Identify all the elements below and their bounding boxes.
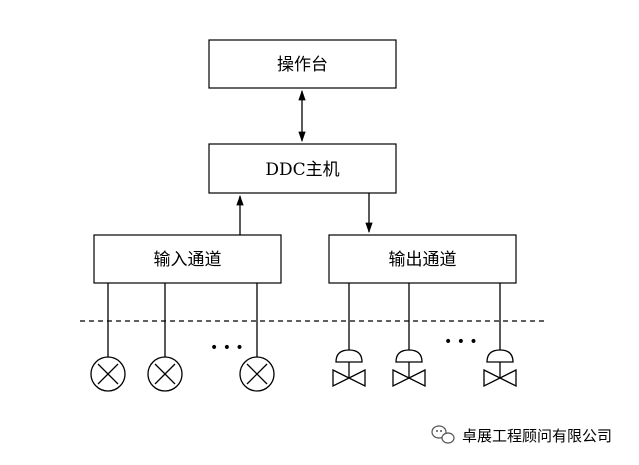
valve-icon — [483, 368, 517, 388]
watermark-text: 卓展工程顾问有限公司 — [462, 427, 612, 445]
valve-icon — [332, 368, 366, 388]
ddc-host-label: DDC主机 — [265, 160, 339, 180]
output-channel-node: 输出通道 — [328, 234, 517, 284]
console-label: 操作台 — [277, 55, 328, 75]
valve-3 — [483, 283, 517, 388]
output-channel-label: 输出通道 — [389, 250, 457, 270]
valve-actuator-icon — [335, 349, 363, 363]
sensor-2 — [147, 283, 183, 392]
valve-ellipsis: • • • — [444, 334, 478, 350]
valve-actuator-icon — [486, 349, 514, 363]
sensor-1 — [90, 283, 126, 392]
valve-icon — [392, 368, 426, 388]
input-channel-label: 输入通道 — [154, 250, 222, 270]
input-channel-node: 输入通道 — [93, 234, 282, 284]
sensor-3 — [239, 283, 275, 392]
valve-1 — [332, 283, 366, 388]
valve-2 — [392, 283, 426, 388]
ddc-host-node: DDC主机 — [208, 143, 397, 194]
watermark: 卓展工程顾问有限公司 — [431, 425, 612, 445]
valve-actuator-icon — [395, 349, 423, 363]
console-node: 操作台 — [208, 39, 397, 89]
sensor-ellipsis: • • • — [210, 340, 244, 356]
wechat-icon — [431, 425, 455, 444]
